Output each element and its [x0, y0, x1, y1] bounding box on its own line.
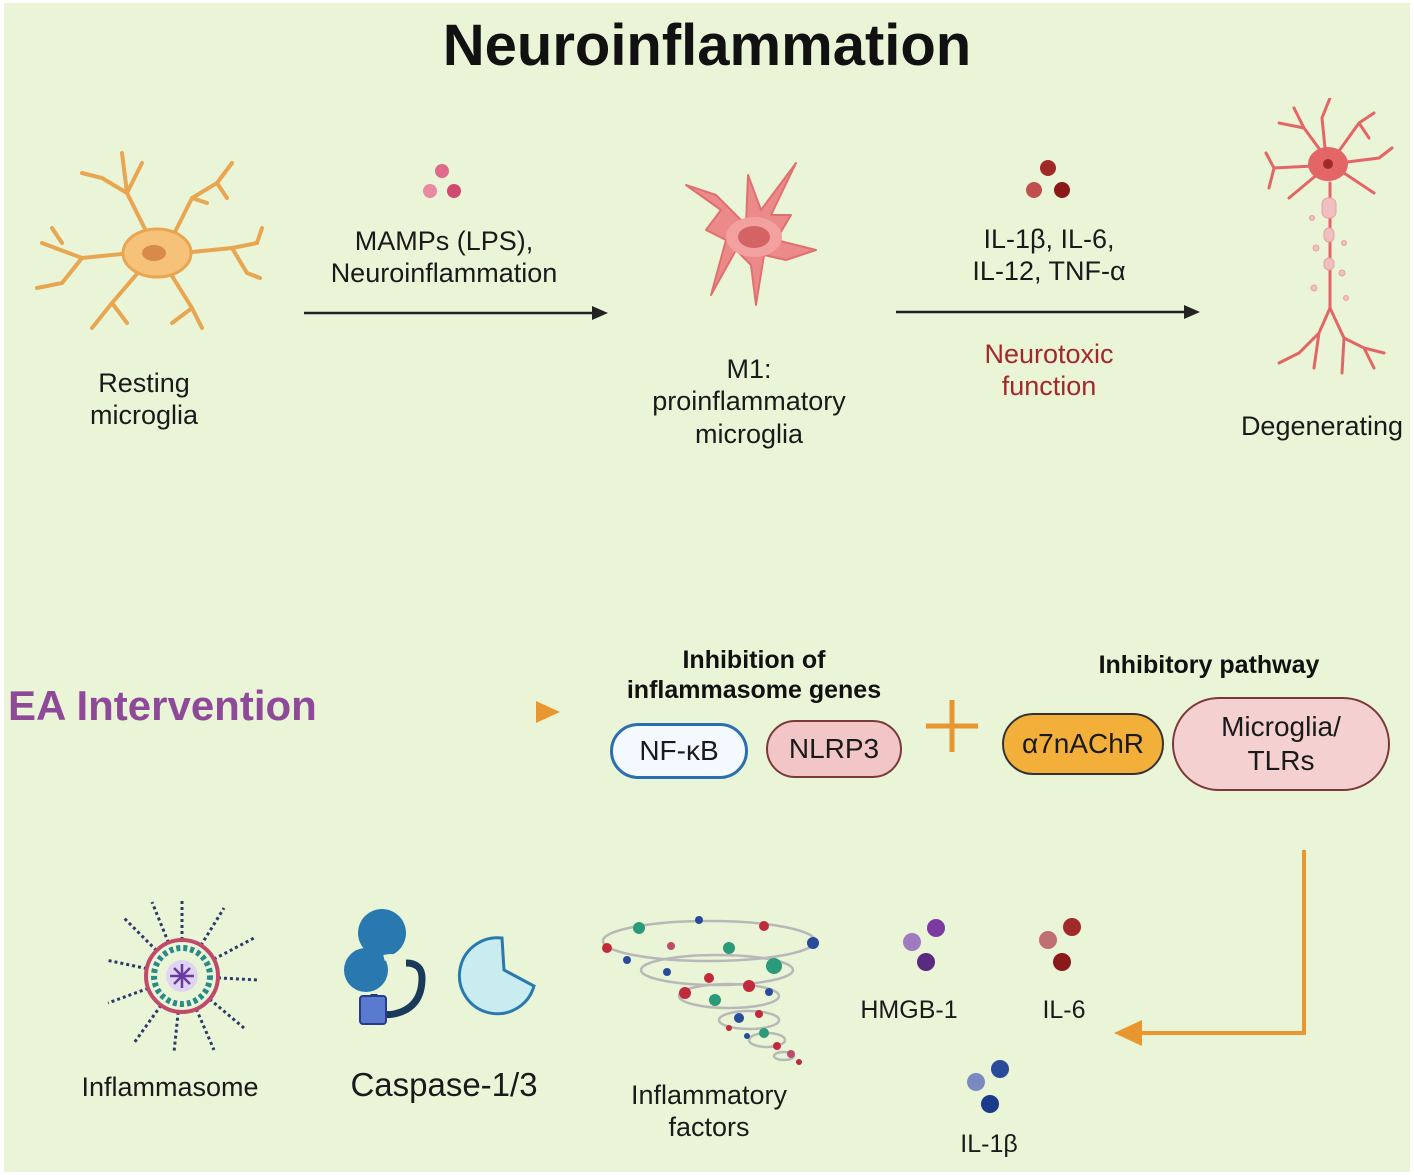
caspase-illustration: [334, 908, 544, 1033]
caspase-label: Caspase-1/3: [350, 1066, 538, 1103]
il6-label: IL-6: [1042, 996, 1086, 1024]
mamps-label: MAMPs (LPS), Neuroinflammation: [330, 226, 558, 289]
arrow-to-m1: [302, 303, 612, 323]
il1b-molecules-icon: [962, 1058, 1014, 1118]
resting-microglia-label: Resting microglia: [89, 368, 199, 431]
microglia-tlrs-pill: Microglia/ TLRs: [1172, 697, 1390, 791]
ea-arrow: [354, 699, 564, 725]
cytokine-molecules-icon: [1020, 158, 1076, 203]
inflammatory-factors-label: Inflammatory factors: [630, 1080, 788, 1143]
neurotoxic-function-label: Neurotoxic function: [984, 339, 1114, 402]
inhibitory-pathway-heading: Inhibitory pathway: [1098, 651, 1320, 679]
arrow-to-degenerating: [894, 302, 1214, 322]
ea-intervention-label: EA Intervention: [8, 682, 317, 729]
a7nachr-pill: α7nAChR: [1002, 713, 1164, 775]
degenerating-label: Degenerating: [1240, 411, 1404, 441]
page-title: Neuroinflammation: [442, 13, 972, 78]
cytokines-label: IL-1β, IL-6, IL-12, TNF-α: [972, 224, 1126, 287]
diagram-canvas: Neuroinflammation Resting microglia MAMP…: [4, 3, 1410, 1172]
nlrp3-pill: NLRP3: [766, 720, 902, 778]
hmgb1-label: HMGB-1: [860, 996, 958, 1024]
degenerating-neuron-illustration: [1264, 98, 1394, 383]
nfkb-pill: NF-κB: [610, 723, 748, 779]
il6-molecules-icon: [1034, 916, 1086, 976]
hmgb1-molecules-icon: [898, 918, 950, 978]
resting-microglia-illustration: [32, 143, 264, 333]
m1-microglia-illustration: [676, 155, 826, 310]
il1b-label: IL-1β: [960, 1130, 1018, 1158]
inflammasome-illustration: [104, 898, 260, 1054]
inflammasome-label: Inflammasome: [81, 1072, 259, 1102]
pathway-return-arrow: [1112, 848, 1312, 1053]
inhibition-heading: Inhibition of inflammasome genes: [626, 646, 882, 704]
mamps-molecules-icon: [416, 163, 466, 203]
inflammatory-factors-illustration: [599, 908, 829, 1066]
plus-icon: [922, 696, 982, 756]
m1-microglia-label: M1: proinflammatory microglia: [652, 354, 846, 449]
